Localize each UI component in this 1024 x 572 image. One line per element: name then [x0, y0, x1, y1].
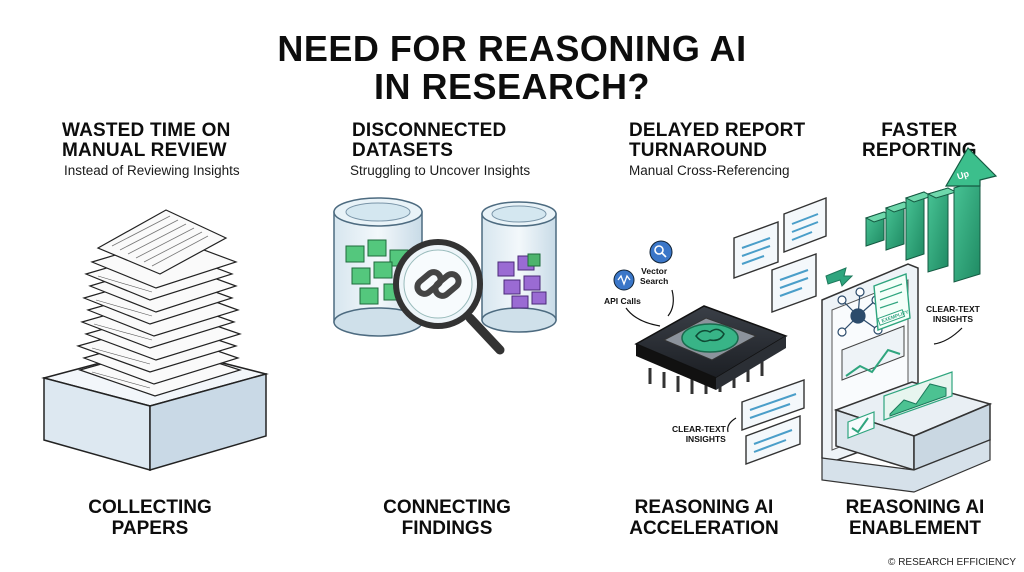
clear-text-2-line1: CLEAR-TEXT	[926, 304, 980, 314]
col3-footer-line1: REASONING AI	[634, 497, 774, 518]
credit-text: © RESEARCH EFFICIENCY	[888, 557, 1016, 568]
magnifier-link-icon	[393, 239, 505, 355]
api-connector-icon	[625, 307, 661, 327]
arrow-right-icon	[825, 267, 854, 287]
clear-text-insights-label-1: CLEAR-TEXT INSIGHTS	[672, 424, 726, 444]
col1-heading-line2: MANUAL REVIEW	[62, 140, 227, 161]
col4-footer-line2: ENABLEMENT	[849, 518, 981, 539]
col2-footer-line1: CONNECTING	[383, 497, 511, 518]
col1-subtitle: Instead of Reviewing Insights	[64, 163, 240, 178]
growth-bars-icon	[864, 147, 998, 283]
clear-text-2-line2: INSIGHTS	[932, 314, 973, 324]
col2-subtitle: Struggling to Uncover Insights	[350, 163, 531, 178]
col2-heading-line1: DISCONNECTED	[352, 120, 507, 141]
dataset-cylinder-right-icon	[481, 201, 557, 333]
vector-search-label-line1: Vector	[641, 266, 668, 276]
col1-footer-line1: COLLECTING	[88, 497, 212, 518]
paper-stack-icon	[41, 209, 269, 472]
speech-bubbles-icon	[733, 196, 827, 466]
clear-text-1-line2: INSIGHTS	[685, 434, 726, 444]
col2-footer: CONNECTING FINDINGS	[362, 497, 532, 539]
col1-footer-line2: PAPERS	[111, 518, 189, 539]
col4-heading-line2: REPORTING	[862, 140, 977, 161]
title-line-1: NEED FOR REASONING AI	[277, 28, 747, 69]
col4-footer-line1: REASONING AI	[845, 497, 985, 518]
vector-search-label-line2: Search	[640, 276, 669, 286]
dashboard-kiosk-icon	[821, 263, 993, 493]
col2-heading-line2: DATASETS	[352, 140, 454, 161]
clear-text-insights-label-2: CLEAR-TEXT INSIGHTS	[926, 304, 980, 324]
page-title: NEED FOR REASONING AI IN RESEARCH?	[0, 30, 1024, 106]
title-line-2: IN RESEARCH?	[373, 66, 651, 107]
col3-subtitle: Manual Cross-Referencing	[629, 163, 790, 178]
api-calls-label: API Calls	[604, 296, 641, 306]
vector-search-label: Vector Search	[640, 266, 668, 286]
col4-footer: REASONING AI ENABLEMENT	[835, 497, 995, 539]
col1-heading-line1: WASTED TIME ON	[62, 120, 231, 141]
col3-heading-line2: TURNAROUND	[629, 140, 768, 161]
col3-heading: DELAYED REPORT TURNAROUND	[629, 121, 805, 161]
clear-text-connector-icon	[933, 327, 963, 345]
col4-heading: FASTER REPORTING	[862, 121, 977, 161]
col1-heading: WASTED TIME ON MANUAL REVIEW	[62, 121, 231, 161]
col3-footer: REASONING AI ACCELERATION	[616, 497, 792, 539]
api-calls-icon	[613, 269, 635, 291]
vector-connector-icon	[667, 289, 674, 317]
col3-footer-line2: ACCELERATION	[629, 518, 779, 539]
vector-search-icon	[649, 240, 673, 264]
col2-footer-line2: FINDINGS	[401, 518, 493, 539]
ai-chip-icon	[634, 305, 788, 394]
col3-heading-line1: DELAYED REPORT	[629, 120, 806, 141]
col4-heading-line1: FASTER	[881, 120, 958, 141]
col1-footer: COLLECTING PAPERS	[75, 497, 225, 539]
col2-heading: DISCONNECTED DATASETS	[352, 121, 506, 161]
clear-text-1-line1: CLEAR-TEXT	[672, 424, 726, 434]
